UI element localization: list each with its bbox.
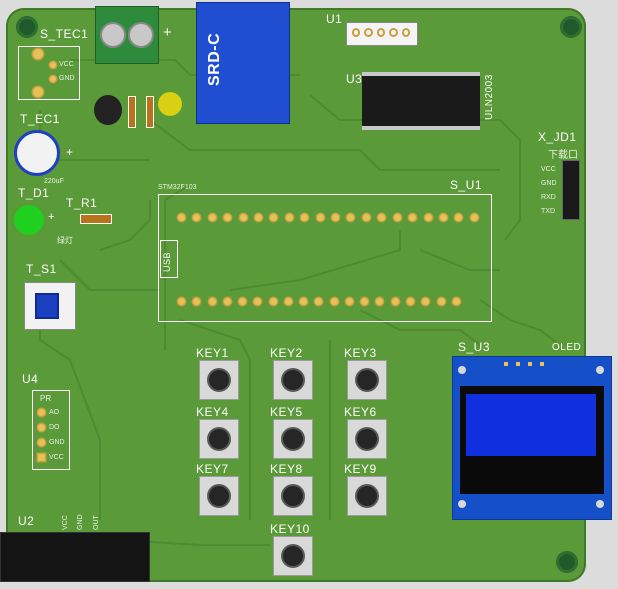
key6-button[interactable] bbox=[347, 419, 387, 459]
u4-pin-do: DO bbox=[49, 424, 60, 431]
transistor bbox=[94, 95, 122, 125]
u4-pad-4 bbox=[38, 454, 45, 461]
s-tec1-pad-1 bbox=[33, 49, 43, 59]
s-tec1-label: S_TEC1 bbox=[40, 27, 89, 41]
s-tec1-pin-vcc: VCC bbox=[59, 61, 74, 68]
u1-pins bbox=[352, 28, 411, 38]
key5-label: KEY5 bbox=[270, 405, 303, 419]
screw-2 bbox=[128, 22, 154, 48]
u4-label: U4 bbox=[22, 372, 39, 386]
key1-label: KEY1 bbox=[196, 346, 229, 360]
u4-pin-vcc: VCC bbox=[49, 454, 64, 461]
led-plus: + bbox=[48, 211, 55, 223]
usb-label: USB bbox=[162, 251, 172, 272]
x-jd1-pin-rxd: RXD bbox=[541, 194, 556, 201]
key9-label: KEY9 bbox=[344, 462, 377, 476]
key6-label: KEY6 bbox=[344, 405, 377, 419]
s-tec1-pad-3 bbox=[50, 62, 56, 68]
terminal-plus-label: + bbox=[163, 24, 173, 41]
key3-label: KEY3 bbox=[344, 346, 377, 360]
oled-mount-bl bbox=[458, 500, 466, 508]
oled-mount-tl bbox=[458, 366, 466, 374]
u4-pad-2 bbox=[38, 424, 45, 431]
relay-label: SRD-C bbox=[206, 32, 223, 86]
u4-pin-ao: AO bbox=[49, 409, 60, 416]
t-r1-resistor bbox=[80, 214, 112, 224]
mcu-bottom-pin-row bbox=[178, 298, 460, 306]
x-jd1-pin-vcc: VCC bbox=[541, 166, 556, 173]
mounting-hole-bottom-right bbox=[556, 551, 578, 573]
relay-srd-c bbox=[196, 2, 290, 124]
key7-button[interactable] bbox=[199, 476, 239, 516]
key10-label: KEY10 bbox=[270, 522, 310, 536]
stm32-outline bbox=[158, 194, 492, 322]
u2-label: U2 bbox=[18, 514, 35, 528]
s-u1-label: S_U1 bbox=[450, 178, 483, 192]
led-yellow bbox=[158, 92, 182, 116]
s-tec1-outline bbox=[18, 46, 80, 100]
u3-chip bbox=[362, 72, 480, 130]
x-jd1-pin-txd: TXD bbox=[541, 208, 555, 215]
u2-pin-gnd: GND bbox=[77, 514, 84, 530]
u2-sensor-module bbox=[0, 532, 150, 582]
oled-mount-tr bbox=[596, 366, 604, 374]
u4-pin-gnd: GND bbox=[49, 439, 65, 446]
t-r1-label: T_R1 bbox=[66, 196, 98, 210]
u4-pr-label: PR bbox=[40, 394, 52, 403]
usb-outline bbox=[160, 240, 178, 278]
led-green bbox=[14, 205, 44, 235]
key1-button[interactable] bbox=[199, 360, 239, 400]
u4-pad-1 bbox=[38, 409, 45, 416]
u2-pin-vcc: VCC bbox=[62, 515, 69, 530]
capacitor bbox=[14, 130, 60, 176]
s-u3-label: S_U3 bbox=[458, 340, 491, 354]
t-s1-label: T_S1 bbox=[26, 262, 57, 276]
mounting-hole-top-left bbox=[16, 16, 38, 38]
s-tec1-pad-2 bbox=[33, 87, 43, 97]
stm32-label: STM32F103 bbox=[158, 184, 197, 191]
u3-part-label: ULN2003 bbox=[484, 74, 495, 120]
resistor-r2 bbox=[146, 96, 154, 128]
mounting-hole-top-right bbox=[560, 16, 582, 38]
u4-outline bbox=[32, 390, 70, 470]
key8-label: KEY8 bbox=[270, 462, 303, 476]
cap-plus: + bbox=[66, 145, 74, 159]
oled-label: OLED bbox=[552, 342, 582, 353]
t-ec1-label: T_EC1 bbox=[20, 112, 60, 126]
download-port-label: 下载口 bbox=[548, 150, 578, 161]
key2-button[interactable] bbox=[273, 360, 313, 400]
u4-pad-3 bbox=[38, 439, 45, 446]
key4-button[interactable] bbox=[199, 419, 239, 459]
u2-pin-out: OUT bbox=[93, 515, 100, 530]
oled-mount-br bbox=[596, 500, 604, 508]
s-tec1-pad-4 bbox=[50, 76, 56, 82]
t-s1-actuator[interactable] bbox=[35, 293, 59, 319]
key2-label: KEY2 bbox=[270, 346, 303, 360]
key5-button[interactable] bbox=[273, 419, 313, 459]
key4-label: KEY4 bbox=[196, 405, 229, 419]
oled-header-pins bbox=[504, 362, 554, 370]
u3-label: U3 bbox=[346, 72, 363, 86]
key3-button[interactable] bbox=[347, 360, 387, 400]
u1-label: U1 bbox=[326, 12, 343, 26]
s-tec1-pin-gnd: GND bbox=[59, 75, 75, 82]
key9-button[interactable] bbox=[347, 476, 387, 516]
resistor-r1 bbox=[128, 96, 136, 128]
key10-button[interactable] bbox=[273, 536, 313, 576]
x-jd1-pin-gnd: GND bbox=[541, 180, 557, 187]
led-green-caption: 绿灯 bbox=[57, 236, 73, 245]
screw-1 bbox=[100, 22, 126, 48]
mcu-top-pin-row bbox=[178, 214, 478, 222]
key8-button[interactable] bbox=[273, 476, 313, 516]
capacitor-value: 220uF bbox=[44, 178, 64, 185]
key7-label: KEY7 bbox=[196, 462, 229, 476]
t-s1-switch[interactable] bbox=[24, 282, 76, 330]
oled-screen bbox=[466, 394, 596, 456]
x-jd1-label: X_JD1 bbox=[538, 130, 577, 144]
x-jd1-header bbox=[562, 160, 580, 220]
t-d1-label: T_D1 bbox=[18, 186, 50, 200]
